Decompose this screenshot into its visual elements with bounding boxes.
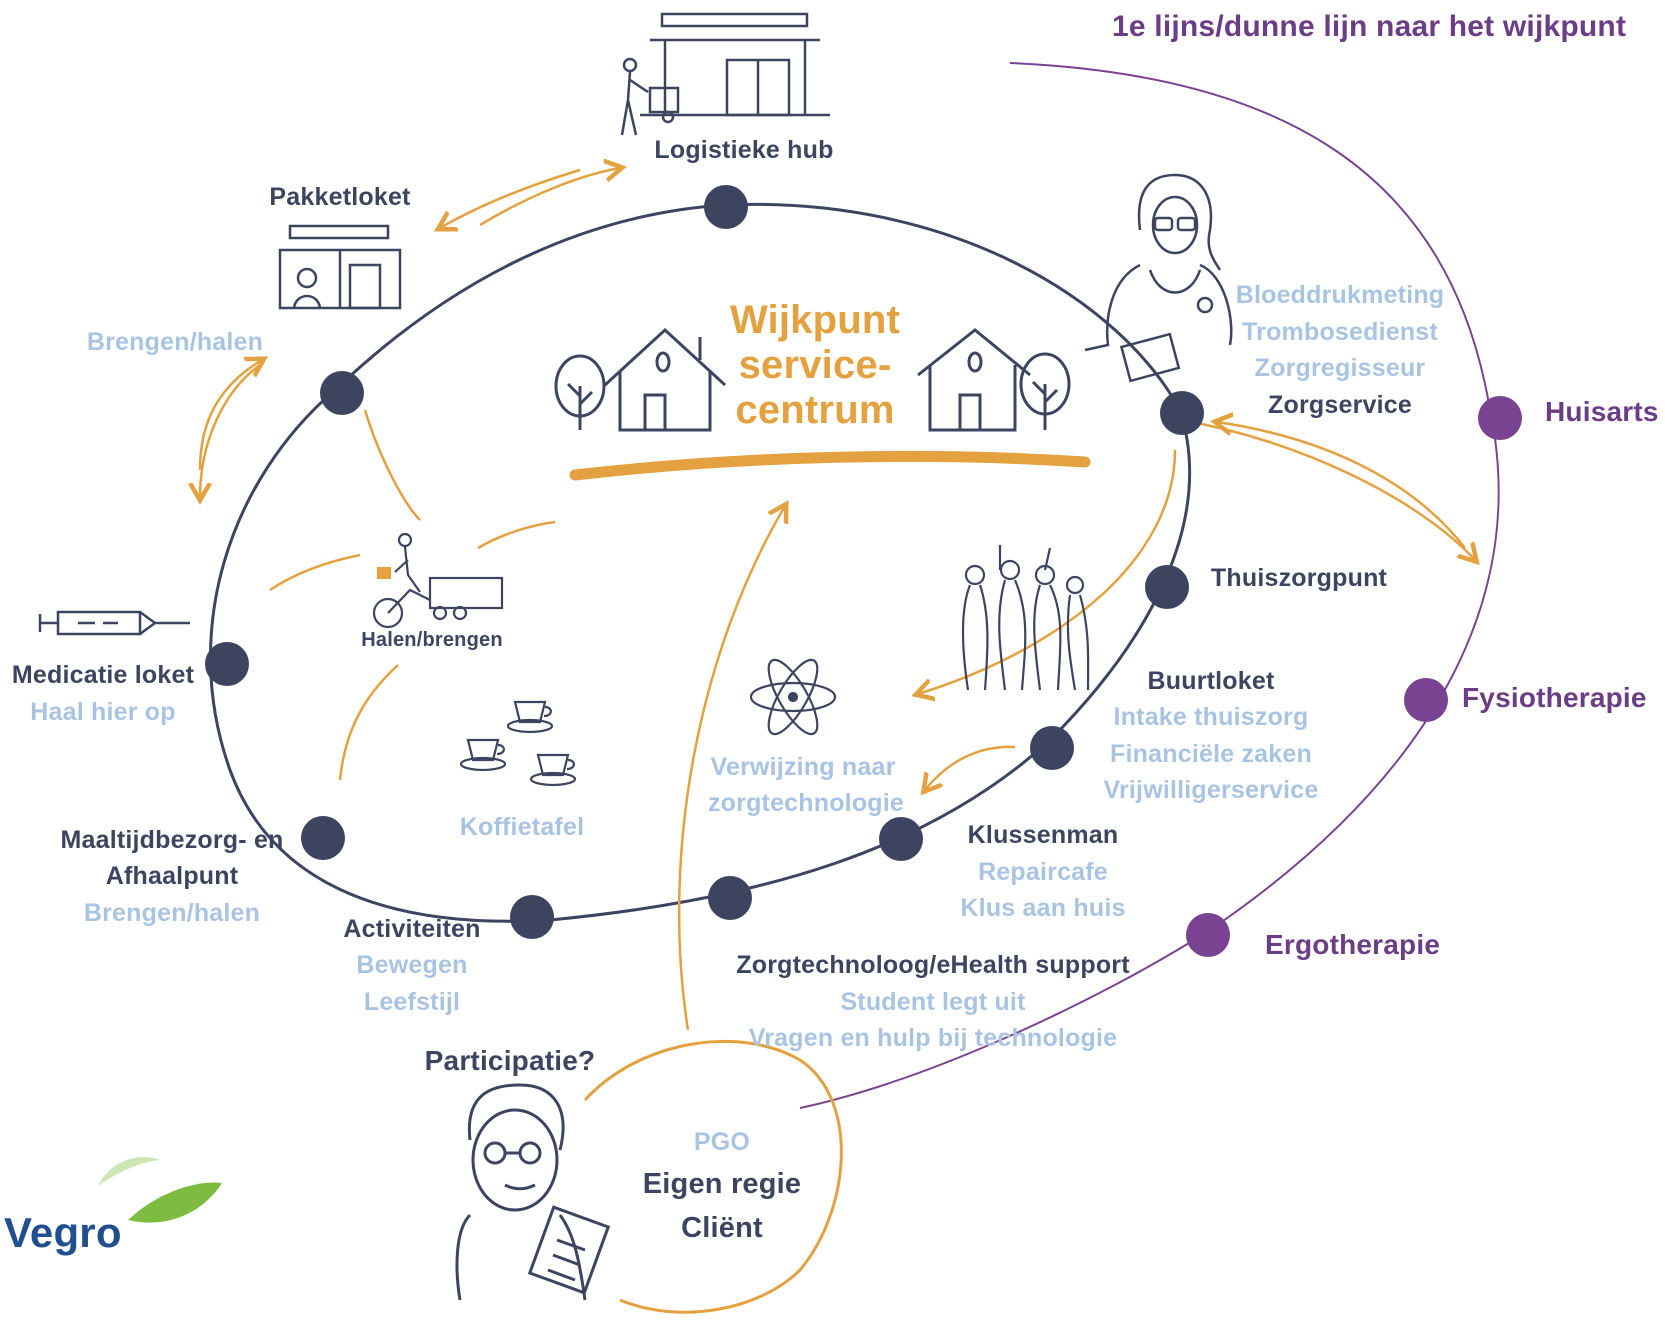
activities-label: Activiteiten xyxy=(343,915,481,943)
doctor-icon xyxy=(1084,173,1233,383)
client-label-1: Eigen regie xyxy=(642,1168,802,1200)
care-sub3: Zorgregisseur xyxy=(1254,354,1426,382)
care-tech-sub1: Student legt uit xyxy=(840,988,1026,1016)
activities-sub2: Leefstijl xyxy=(363,988,461,1016)
ergo-label: Ergotherapie xyxy=(1265,929,1441,960)
coffee-cups-icon xyxy=(459,700,577,787)
bike-curves xyxy=(269,409,556,781)
client-label-2: Cliënt xyxy=(681,1212,763,1244)
center-title: Wijkpunt service- centrum xyxy=(730,298,900,433)
care-tech-label: Zorgtechnoloog/eHealth support xyxy=(736,951,1130,979)
center-title-line2: service- xyxy=(738,343,892,387)
care-service-label: Zorgservice xyxy=(1268,391,1412,419)
neighbourhood-desk-sub1: Intake thuiszorg xyxy=(1113,703,1309,731)
neighbourhood-desk-label: Buurtloket xyxy=(1147,667,1275,695)
syringe-icon xyxy=(38,610,190,636)
vegro-logo-text: Vegro xyxy=(4,1209,122,1256)
gp-label: Huisarts xyxy=(1545,396,1659,427)
outer-nodes xyxy=(1186,396,1522,957)
meal-sub: Brengen/halen xyxy=(83,899,261,927)
meal-label-1: Maaltijdbezorg- en xyxy=(60,826,284,854)
people-group-icon xyxy=(961,545,1090,691)
parcel-counter-label: Pakketloket xyxy=(269,183,411,211)
flow-arrows xyxy=(200,168,1466,1031)
handyman-sub2: Klus aan huis xyxy=(960,894,1126,922)
referral-line1: Verwijzing naar xyxy=(710,753,896,781)
physio-label: Fysiotherapie xyxy=(1462,682,1647,713)
meal-label-2: Afhaalpunt xyxy=(105,862,239,890)
handyman-sub1: Repaircafe xyxy=(978,858,1108,886)
medication-sub: Haal hier op xyxy=(30,698,176,726)
logistics-hub-label: Logistieke hub xyxy=(654,136,834,164)
care-sub1: Bloeddrukmeting xyxy=(1235,281,1445,309)
atom-icon xyxy=(749,658,837,736)
care-sub2: Trombosedienst xyxy=(1242,318,1438,346)
neighbourhood-desk-sub3: Vrijwilligerservice xyxy=(1103,776,1319,804)
participation-label: Participatie? xyxy=(424,1045,596,1076)
coffee-table-label: Koffietafel xyxy=(459,813,585,841)
neighbourhood-desk-sub2: Financiële zaken xyxy=(1110,740,1312,768)
handyman-label: Klussenman xyxy=(967,821,1119,849)
home-care-label: Thuiszorgpunt xyxy=(1210,564,1388,592)
loop-nodes xyxy=(205,185,1204,939)
hub-building-icon xyxy=(620,12,830,136)
cargo-bike-icon xyxy=(372,532,504,629)
cargo-bike-label: Halen/brengen xyxy=(361,629,503,651)
activities-sub1: Bewegen xyxy=(356,951,468,979)
client-person-icon xyxy=(455,1083,611,1301)
center-title-line1: Wijkpunt xyxy=(729,298,901,342)
house-right-icon xyxy=(917,328,1071,432)
referral-line2: zorgtechnologie xyxy=(707,789,905,817)
house-left-icon xyxy=(554,327,727,432)
medication-label: Medicatie loket xyxy=(11,661,195,689)
pgo-label: PGO xyxy=(693,1128,751,1156)
center-title-line3: centrum xyxy=(735,388,895,432)
parcel-counter-sub: Brengen/halen xyxy=(86,328,264,356)
parcel-counter-icon xyxy=(278,224,402,310)
care-tech-sub2: Vragen en hulp bij technologie xyxy=(748,1024,1118,1052)
client-circle xyxy=(583,1039,843,1314)
title-underline xyxy=(569,450,1091,481)
vegro-logo-leaves xyxy=(98,1157,222,1223)
top-title: 1e lijns/dunne lijn naar het wijkpunt xyxy=(1112,10,1627,43)
main-loop xyxy=(208,202,1192,923)
purple-line xyxy=(799,62,1500,1109)
